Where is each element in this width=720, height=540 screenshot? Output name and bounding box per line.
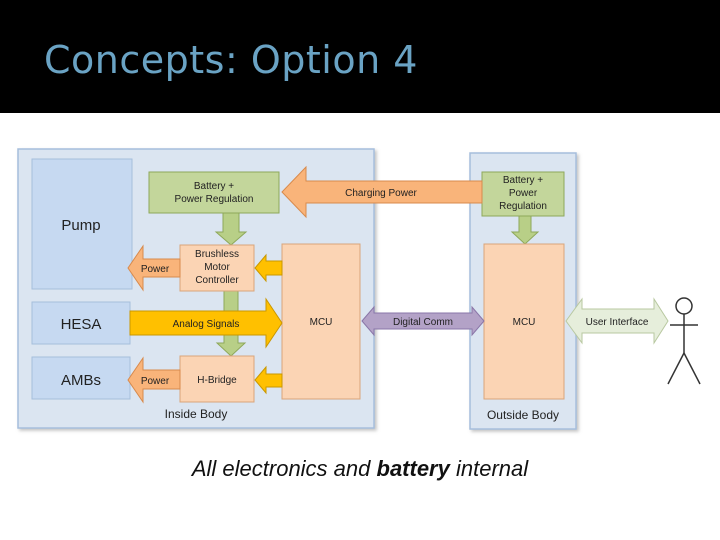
battery-label-line1: Battery +	[194, 181, 234, 192]
motor-label-line1: Brushless	[195, 249, 239, 260]
outside-battery-label-line2: Power	[509, 188, 538, 199]
slide-caption: All electronics and battery internal	[0, 456, 720, 482]
charging-power-arrow	[281, 165, 483, 219]
battery-power-regulation-block	[148, 171, 280, 214]
pump-label: Pump	[61, 217, 100, 234]
outside-mcu-label: MCU	[513, 317, 536, 328]
power-top-label: Power	[141, 264, 170, 275]
outside-mcu-block	[483, 243, 565, 400]
power-bottom-label: Power	[141, 376, 170, 387]
battery-to-motor-arrow	[214, 211, 248, 246]
diagram-canvas: Pump HESA AMBs Battery + Power Regulatio…	[17, 148, 701, 430]
user-interface-label: User Interface	[586, 317, 649, 328]
inside-mcu-block	[281, 243, 361, 400]
outside-battery-power-regulation-block	[481, 171, 565, 217]
mcu-to-hbridge-arrow	[254, 365, 283, 395]
outside-body-label: Outside Body	[487, 408, 559, 422]
hbridge-label: H-Bridge	[197, 375, 237, 386]
hesa-label: HESA	[61, 316, 102, 333]
caption-bold: battery	[376, 456, 450, 481]
h-bridge-block	[179, 355, 255, 403]
user-interface-arrow	[565, 297, 669, 345]
title-bar: Concepts: Option 4	[0, 0, 720, 113]
inside-body-label: Inside Body	[165, 407, 228, 421]
inside-mcu-label: MCU	[310, 317, 333, 328]
digital-comm-arrow	[361, 305, 485, 337]
user-stick-figure	[667, 297, 701, 385]
charging-power-label: Charging Power	[345, 188, 417, 199]
outside-battery-to-mcu-arrow	[510, 215, 540, 245]
ambs-label: AMBs	[61, 372, 101, 389]
pump-block	[31, 158, 133, 290]
caption-post: internal	[449, 456, 529, 481]
digital-comm-label: Digital Comm	[393, 317, 453, 328]
mcu-to-motor-arrow	[254, 253, 283, 283]
caption-pre: All electronics and	[191, 456, 377, 481]
battery-label-line2: Power Regulation	[175, 194, 254, 205]
outside-battery-label-line1: Battery +	[503, 175, 543, 186]
outside-battery-label-line3: Regulation	[499, 201, 547, 212]
motor-label-line2: Motor	[204, 262, 230, 273]
power-top-arrow	[127, 244, 181, 292]
power-bottom-arrow	[127, 356, 181, 404]
analog-signals-label: Analog Signals	[173, 319, 240, 330]
block-diagram: Pump HESA AMBs Battery + Power Regulatio…	[0, 113, 720, 453]
motor-label-line3: Controller	[195, 275, 239, 286]
slide-title: Concepts: Option 4	[44, 38, 418, 82]
ambs-block	[31, 356, 131, 400]
analog-signals-arrow	[129, 297, 283, 349]
